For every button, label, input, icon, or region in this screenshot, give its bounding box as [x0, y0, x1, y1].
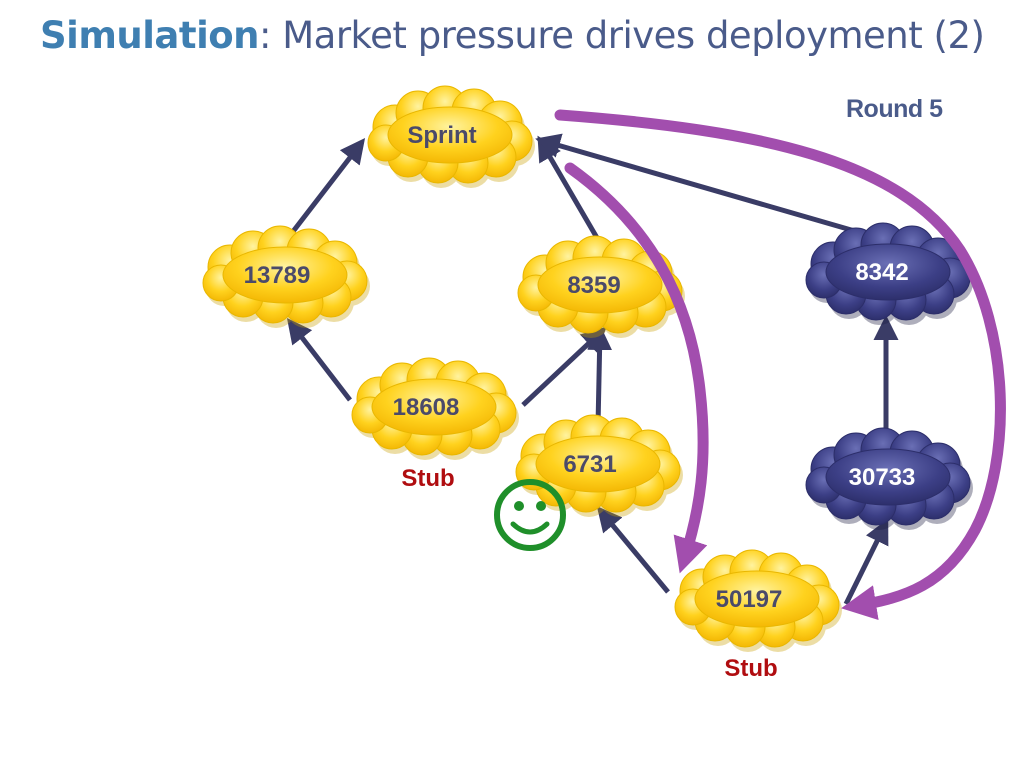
node-sprint: Sprint: [367, 85, 535, 188]
node-50197: 50197: [674, 549, 842, 652]
title-rest: : Market pressure drives deployment (2): [259, 14, 985, 57]
edge-18608-to-8359: [521, 326, 607, 407]
node-13789: 13789: [202, 225, 370, 328]
node-30733: 30733: [805, 427, 973, 530]
node-label-50197: 50197: [716, 586, 783, 613]
slide-title: Simulation: Market pressure drives deplo…: [40, 14, 985, 57]
edge-50197-to-6731: [596, 506, 670, 594]
node-label-sprint: Sprint: [407, 122, 476, 149]
node-8359: 8359: [517, 235, 685, 338]
node-6731: 6731: [515, 414, 683, 517]
round-label: Round 5: [846, 95, 943, 123]
stub-label-50197: Stub: [724, 655, 777, 682]
edge-13789-to-sprint: [286, 138, 366, 240]
pressure-arrow-sprint-to-50197: [564, 162, 709, 574]
pressure-arrows: [554, 109, 1006, 621]
node-label-30733: 30733: [849, 464, 916, 491]
edge-50197-to-30733: [843, 518, 889, 606]
title-keyword: Simulation: [40, 14, 260, 57]
node-18608: 18608: [351, 357, 519, 460]
node-label-13789: 13789: [244, 262, 311, 289]
edge-6731-to-8359: [587, 325, 613, 427]
node-label-8359: 8359: [567, 272, 620, 299]
node-label-18608: 18608: [393, 394, 460, 421]
smiley-face-icon: [494, 479, 566, 551]
node-label-6731: 6731: [563, 451, 616, 478]
node-label-8342: 8342: [855, 259, 908, 286]
edge-18608-to-13789: [286, 318, 352, 402]
stub-label-18608: Stub: [401, 465, 454, 492]
edges: [286, 133, 899, 606]
edge-8342-to-sprint: [535, 133, 873, 239]
pressure-arrow-sprint-to-50197-outer: [554, 109, 1006, 621]
node-8342: 8342: [805, 222, 973, 325]
